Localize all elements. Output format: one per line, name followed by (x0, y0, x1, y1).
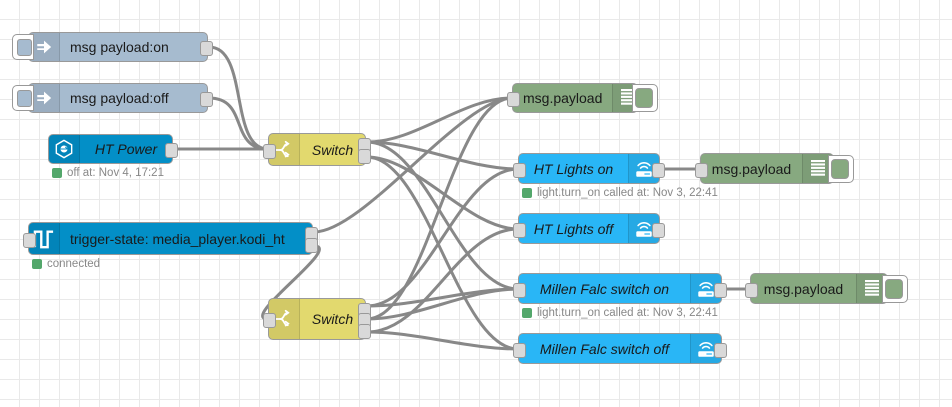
wire[interactable] (366, 330, 519, 351)
status-text: light.turn_on called at: Nov 3, 22:41 (537, 307, 718, 319)
node-switch-bottom[interactable]: Switch (263, 298, 371, 340)
input-port[interactable] (695, 162, 708, 178)
wire[interactable] (366, 140, 519, 171)
node-status: connected (32, 258, 100, 270)
output-port[interactable] (200, 92, 213, 107)
debug-toggle-button[interactable] (632, 84, 658, 112)
inject-trigger-button[interactable] (12, 85, 34, 111)
inject-arrow-icon (29, 33, 60, 61)
node-label: msg.payload (711, 160, 792, 177)
router-wifi-icon (628, 154, 659, 183)
wire[interactable] (366, 287, 519, 321)
debug-toggle-button[interactable] (882, 274, 908, 303)
input-port[interactable] (513, 222, 526, 238)
wire[interactable] (366, 155, 519, 351)
output-port[interactable] (358, 149, 371, 164)
node-switch-top[interactable]: Switch (263, 133, 371, 166)
input-port[interactable] (513, 342, 526, 358)
node-millen-on[interactable]: Millen Falc switch on (513, 273, 727, 304)
debug-toggle-button[interactable] (828, 154, 854, 183)
node-status: light.turn_on called at: Nov 3, 22:41 (522, 187, 718, 199)
node-label: msg payload:on (70, 39, 169, 55)
node-label: Millen Falc switch off (539, 340, 670, 357)
status-text: light.turn_on called at: Nov 3, 22:41 (537, 187, 718, 199)
node-trigger-state[interactable]: trigger-state: media_player.kodi_ht (23, 222, 318, 255)
debug-lines-icon (856, 274, 887, 303)
node-debug-millen[interactable]: msg.payload (745, 273, 908, 304)
output-port[interactable] (165, 143, 178, 158)
status-dot-icon (522, 188, 532, 198)
status-dot-icon (32, 259, 42, 269)
node-label: Switch (311, 141, 354, 158)
inject-arrow-icon (29, 84, 60, 112)
wire[interactable] (366, 227, 519, 334)
wire[interactable] (208, 96, 269, 151)
input-port[interactable] (513, 282, 526, 298)
output-port[interactable] (358, 323, 371, 339)
node-status: off at: Nov 4, 17:21 (52, 167, 164, 179)
status-text: off at: Nov 4, 17:21 (67, 167, 164, 179)
wire[interactable] (366, 96, 513, 321)
node-ht-power[interactable]: HT Power (48, 134, 178, 164)
debug-lines-icon (802, 154, 833, 183)
input-port[interactable] (263, 313, 276, 328)
node-label: HT Lights off (533, 220, 614, 237)
output-port[interactable] (714, 342, 727, 358)
node-debug-top[interactable]: msg.payload (507, 83, 658, 113)
input-port[interactable] (507, 92, 520, 107)
inject-trigger-button[interactable] (12, 34, 34, 60)
wire[interactable] (366, 140, 519, 291)
output-port[interactable] (652, 162, 665, 178)
node-label: trigger-state: media_player.kodi_ht (70, 230, 285, 247)
home-assistant-icon (49, 135, 80, 163)
node-label: HT Lights on (533, 160, 614, 177)
status-dot-icon (52, 168, 62, 178)
input-port[interactable] (263, 143, 276, 159)
input-port[interactable] (513, 162, 526, 178)
node-label: msg payload:off (70, 90, 169, 106)
wire[interactable] (366, 287, 519, 308)
node-ht-lights-on[interactable]: HT Lights on (513, 153, 665, 184)
output-port[interactable] (652, 222, 665, 238)
output-port[interactable] (305, 238, 318, 253)
node-label: HT Power (94, 141, 158, 157)
node-label: msg.payload (523, 90, 603, 106)
node-inject-on[interactable]: msg payload:on (12, 32, 213, 62)
debug-lines-icon (612, 84, 644, 112)
node-millen-off[interactable]: Millen Falc switch off (513, 333, 727, 364)
wire[interactable] (208, 45, 269, 151)
output-port[interactable] (200, 41, 213, 56)
node-status: light.turn_on called at: Nov 3, 22:41 (522, 307, 718, 319)
node-label: Millen Falc switch on (539, 280, 670, 297)
node-label: Switch (311, 311, 354, 327)
wire[interactable] (366, 96, 513, 144)
input-port[interactable] (23, 232, 36, 248)
node-ht-lights-off[interactable]: HT Lights off (513, 213, 665, 244)
input-port[interactable] (745, 282, 758, 298)
node-label: msg.payload (763, 280, 844, 297)
node-debug-lights[interactable]: msg.payload (695, 153, 854, 184)
wire[interactable] (366, 155, 519, 231)
node-inject-off[interactable]: msg payload:off (12, 83, 213, 113)
wire[interactable] (366, 167, 519, 308)
status-dot-icon (522, 308, 532, 318)
output-port[interactable] (714, 282, 727, 298)
status-text: connected (47, 258, 101, 270)
